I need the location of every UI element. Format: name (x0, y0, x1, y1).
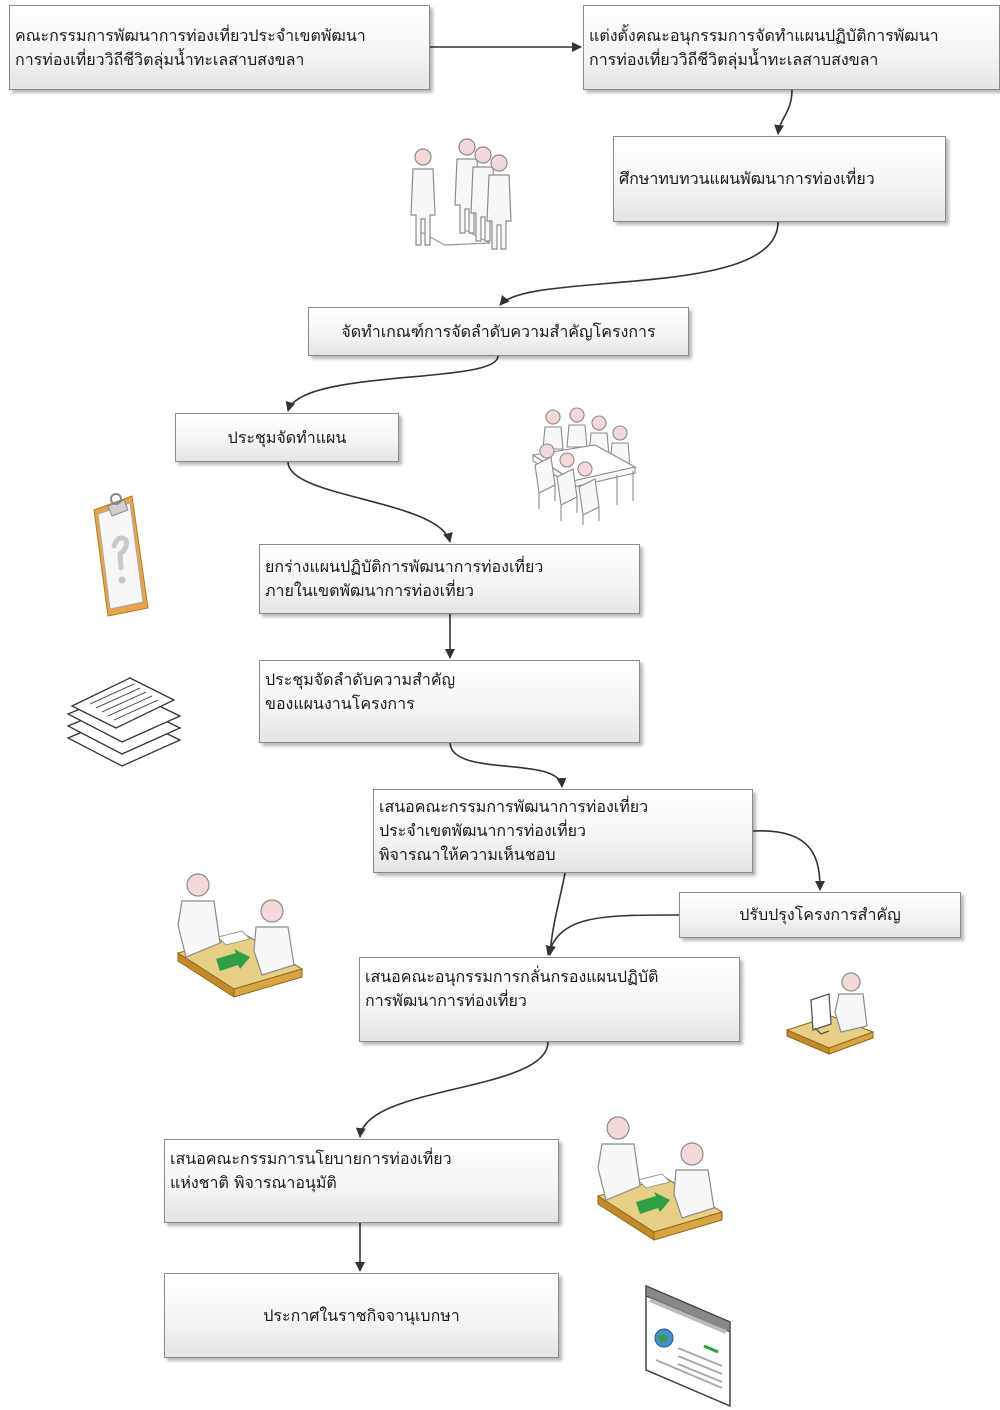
edge-n9-n10 (545, 914, 680, 956)
clipboard-icon (93, 493, 149, 617)
node-planning-meeting[interactable]: ประชุมจัดทำแผน (175, 413, 399, 462)
node-review-plans[interactable]: ศึกษาทบทวนแผนพัฒนาการท่องเที่ยว (613, 136, 946, 222)
edge-n10-n11 (355, 1041, 549, 1138)
node-revise-projects[interactable]: ปรับปรุงโครงการสำคัญ (679, 892, 961, 938)
edge-n4-n5 (285, 355, 499, 412)
computer-user-icon (785, 972, 875, 1055)
edge-n5-n6 (287, 461, 453, 543)
edge-n2-n3 (774, 89, 793, 135)
document-stack-icon (66, 677, 182, 767)
node-development-committee[interactable]: คณะกรรมการพัฒนาการท่องเที่ยวประจำเขตพัฒน… (9, 5, 430, 90)
node-priority-meeting[interactable]: ประชุมจัดลำดับความสำคัญ ของแผนงานโครงการ (259, 660, 640, 743)
meeting-table-icon (531, 407, 637, 525)
desk-handoff-icon (176, 873, 304, 998)
edge-n8-n10 (545, 872, 566, 956)
edge-n7-n8 (449, 742, 567, 788)
node-screening-subcommittee[interactable]: เสนอคณะอนุกรรมการกลั่นกรองแผนปฏิบัติ การ… (359, 957, 740, 1042)
node-appoint-subcommittee[interactable]: แต่งตั้งคณะอนุกรรมการจัดทำแผนปฏิบัติการพ… (583, 5, 1000, 90)
people-group-icon (410, 138, 512, 250)
node-national-policy-committee[interactable]: เสนอคณะกรรมการนโยบายการท่องเที่ยว แห่งชา… (164, 1139, 559, 1223)
node-draft-action-plan[interactable]: ยกร่างแผนปฏิบัติการพัฒนาการท่องเที่ยว ภา… (259, 544, 640, 614)
edge-n3-n4 (499, 221, 779, 306)
desk-handoff-icon (596, 1116, 724, 1241)
edge-n8-n9 (752, 830, 825, 891)
node-committee-approval[interactable]: เสนอคณะกรรมการพัฒนาการท่องเที่ยว ประจำเข… (373, 789, 753, 873)
node-prioritization-criteria[interactable]: จัดทำเกณฑ์การจัดลำดับความสำคัญโครงการ (308, 307, 689, 356)
web-page-icon (645, 1284, 731, 1408)
node-royal-gazette[interactable]: ประกาศในราชกิจจานุเบกษา (164, 1273, 559, 1358)
